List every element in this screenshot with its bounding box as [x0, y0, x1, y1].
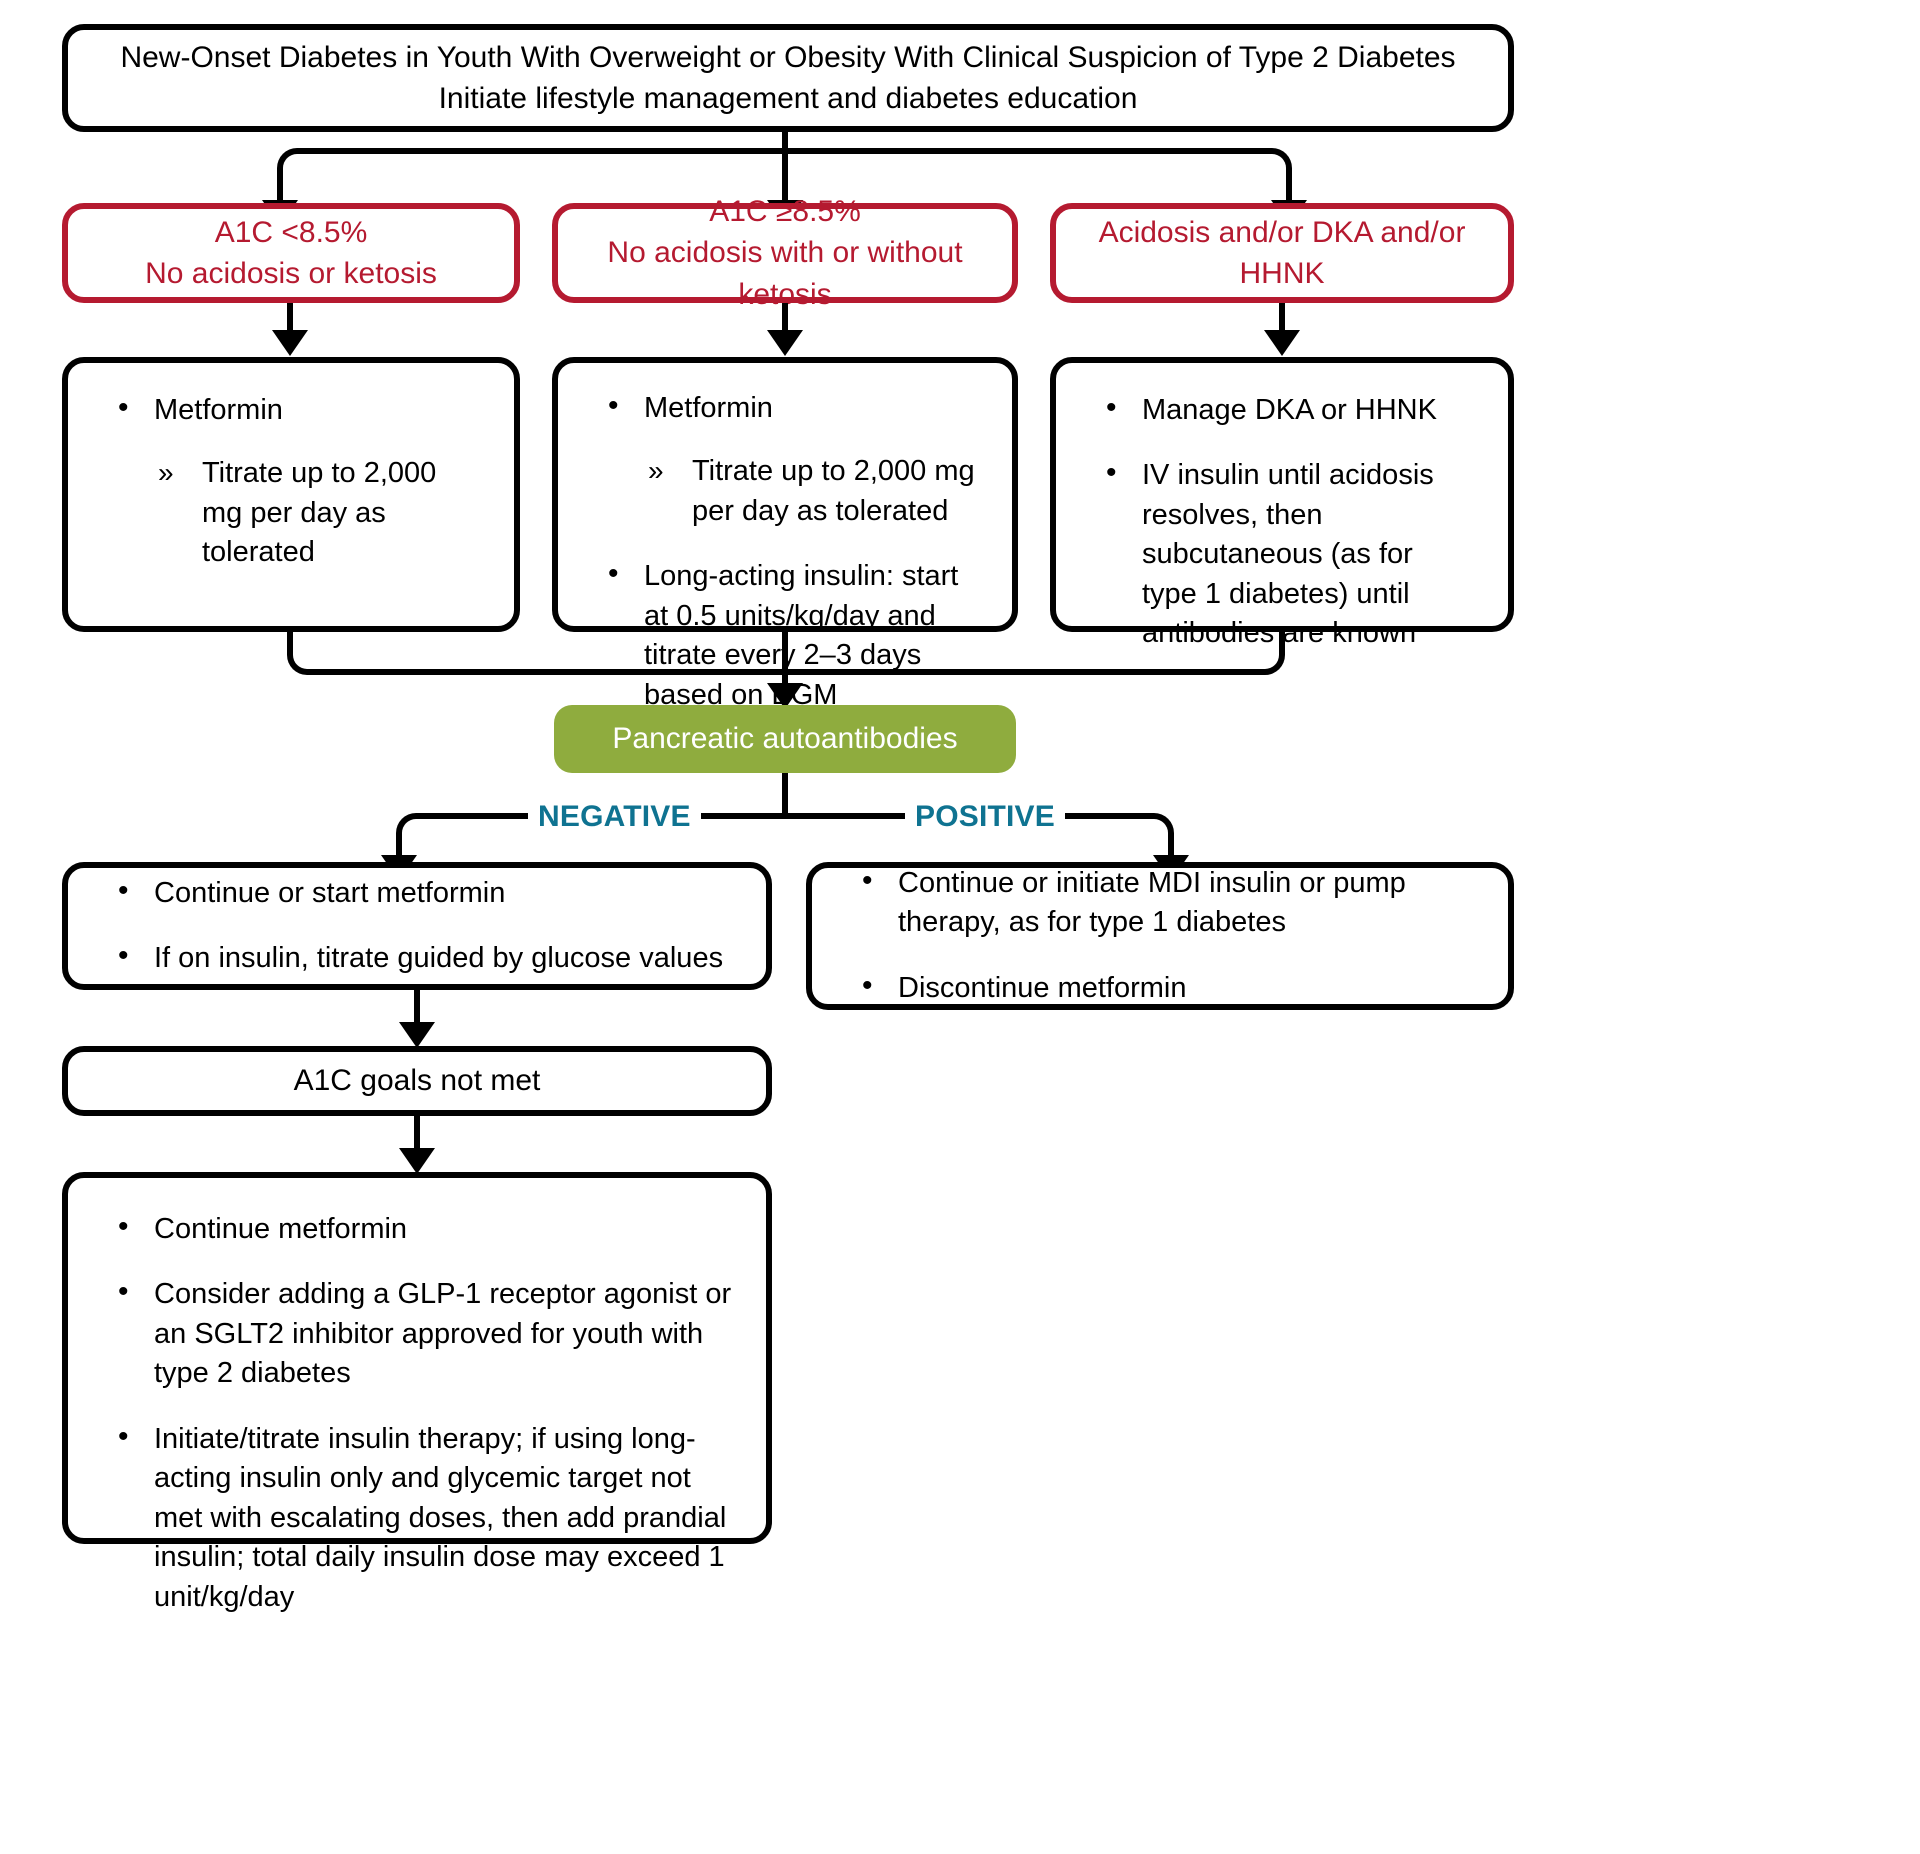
decision-label: Pancreatic autoantibodies [612, 722, 958, 756]
negative-final-list: Continue metformin Consider adding a GLP… [68, 1207, 766, 1617]
condition-1-text: A1C <8.5% No acidosis or ketosis [68, 202, 514, 305]
arrow-to-decision [767, 683, 803, 709]
condition-box-1: A1C <8.5% No acidosis or ketosis [62, 203, 520, 303]
condition-1-line-1: A1C <8.5% [214, 215, 368, 249]
negative-final-bullet-2: Consider adding a GLP-1 receptor agonist… [154, 1278, 732, 1390]
condition-3-line-1: Acidosis and/or DKA and/or HHNK [1098, 215, 1466, 290]
list-item: Continue or start metformin [112, 871, 732, 913]
negative-final-bullet-3: Initiate/titrate insulin therapy; if usi… [154, 1422, 727, 1613]
list-item: Manage DKA or HHNK [1100, 388, 1474, 430]
connector-branch-bar [420, 813, 1150, 819]
treatment-2-bullet-1: Metformin [644, 392, 773, 424]
negative-final-box: Continue metformin Consider adding a GLP… [62, 1172, 772, 1613]
list-item: Titrate up to 2,000 mg per day as tolera… [154, 454, 480, 572]
condition-2-line-1: A1C ≥8.5% [709, 194, 861, 228]
condition-box-3: Acidosis and/or DKA and/or HHNK [1050, 203, 1514, 303]
condition-box-2: A1C ≥8.5% No acidosis with or without ke… [552, 195, 1018, 311]
connector-cond2-to-treat2 [782, 303, 788, 333]
connector-title-trunk [782, 132, 788, 154]
title-box-text: New-Onset Diabetes in Youth With Overwei… [68, 27, 1508, 130]
negative-step1-list: Continue or start metformin If on insuli… [68, 871, 766, 979]
connector-merge-left-corner [287, 645, 317, 675]
condition-2-text: A1C ≥8.5% No acidosis with or without ke… [558, 181, 1012, 325]
positive-bullet-1: Continue or initiate MDI insulin or pump… [898, 866, 1406, 939]
arrow-to-final-box [399, 1148, 435, 1174]
arrow-to-a1c-goals-box [399, 1022, 435, 1048]
list-item: Discontinue metformin [856, 966, 1474, 1008]
treatment-box-3: Manage DKA or HHNK IV insulin until acid… [1050, 357, 1514, 649]
list-item: Initiate/titrate insulin therapy; if usi… [112, 1417, 732, 1617]
treatment-box-1: Metformin Titrate up to 2,000 mg per day… [62, 357, 520, 632]
a1c-goals-not-met-label: A1C goals not met [293, 1064, 541, 1098]
connector-treat1-down [287, 632, 293, 650]
treatment-1-list: Metformin Titrate up to 2,000 mg per day… [68, 388, 514, 573]
treatment-1-bullet-1: Metformin [154, 394, 283, 426]
list-item: Metformin Titrate up to 2,000 mg per day… [112, 388, 480, 573]
branch-label-positive: POSITIVE [905, 800, 1065, 834]
arrow-to-treatment-1 [272, 330, 308, 356]
negative-final-bullet-1: Continue metformin [154, 1213, 408, 1245]
treatment-1-sublist: Titrate up to 2,000 mg per day as tolera… [154, 454, 480, 572]
connector-cond3-to-treat3 [1279, 303, 1285, 333]
negative-step1-box: Continue or start metformin If on insuli… [62, 862, 772, 990]
arrow-to-treatment-2 [767, 330, 803, 356]
treatment-3-bullet-1: Manage DKA or HHNK [1142, 394, 1437, 426]
positive-path-box: Continue or initiate MDI insulin or pump… [806, 861, 1514, 1010]
treatment-3-bullet-2: IV insulin until acidosis resolves, then… [1142, 459, 1434, 650]
connector-drop-mid [782, 152, 788, 204]
connector-neg-step1-to-step2 [414, 990, 420, 1028]
connector-drop-left [277, 176, 283, 204]
title-line-1: New-Onset Diabetes in Youth With Overwei… [120, 40, 1456, 74]
condition-3-text: Acidosis and/or DKA and/or HHNK [1056, 202, 1508, 305]
arrow-to-treatment-3 [1264, 330, 1300, 356]
branch-label-negative: NEGATIVE [528, 800, 701, 834]
list-item: Continue or initiate MDI insulin or pump… [856, 861, 1474, 943]
treatment-1-sub-1: Titrate up to 2,000 mg per day as tolera… [202, 457, 437, 569]
positive-path-list: Continue or initiate MDI insulin or pump… [812, 861, 1508, 1008]
list-item: Consider adding a GLP-1 receptor agonist… [112, 1272, 732, 1393]
title-box: New-Onset Diabetes in Youth With Overwei… [62, 24, 1514, 132]
negative-step1-bullet-2: If on insulin, titrate guided by glucose… [154, 942, 724, 974]
connector-split-bar [305, 148, 1265, 154]
connector-treat2-down [782, 632, 788, 690]
list-item: IV insulin until acidosis resolves, then… [1100, 453, 1474, 653]
connector-decision-trunk [782, 773, 788, 815]
list-item: Titrate up to 2,000 mg per day as tolera… [644, 452, 978, 531]
connector-merge-right-corner [1255, 645, 1285, 675]
connector-cond1-to-treat1 [287, 303, 293, 333]
connector-positive-drop [1168, 840, 1174, 860]
positive-bullet-2: Discontinue metformin [898, 971, 1187, 1004]
treatment-box-2: Metformin Titrate up to 2,000 mg per day… [552, 357, 1018, 711]
connector-drop-right [1286, 176, 1292, 204]
a1c-goals-not-met-box: A1C goals not met [62, 1046, 772, 1116]
list-item: Continue metformin [112, 1207, 732, 1249]
title-line-2: Initiate lifestyle management and diabet… [438, 82, 1138, 115]
treatment-3-list: Manage DKA or HHNK IV insulin until acid… [1056, 388, 1508, 654]
negative-step1-bullet-1: Continue or start metformin [154, 876, 506, 909]
condition-2-line-2: No acidosis with or without ketosis [607, 236, 963, 311]
connector-treat3-down [1279, 632, 1285, 650]
connector-split-left-corner [277, 148, 307, 178]
connector-a1c-to-final [414, 1116, 420, 1154]
decision-box-pancreatic-autoantibodies: Pancreatic autoantibodies [554, 705, 1016, 773]
list-item: If on insulin, titrate guided by glucose… [112, 936, 732, 978]
condition-1-line-2: No acidosis or ketosis [145, 257, 437, 290]
treatment-2-sub-1: Titrate up to 2,000 mg per day as tolera… [692, 455, 975, 527]
connector-positive-corner [1144, 813, 1174, 843]
connector-split-right-corner [1262, 148, 1292, 178]
treatment-2-sublist: Titrate up to 2,000 mg per day as tolera… [644, 452, 978, 531]
connector-negative-corner [396, 813, 426, 843]
connector-negative-drop [396, 840, 402, 860]
list-item: Metformin Titrate up to 2,000 mg per day… [602, 386, 978, 531]
